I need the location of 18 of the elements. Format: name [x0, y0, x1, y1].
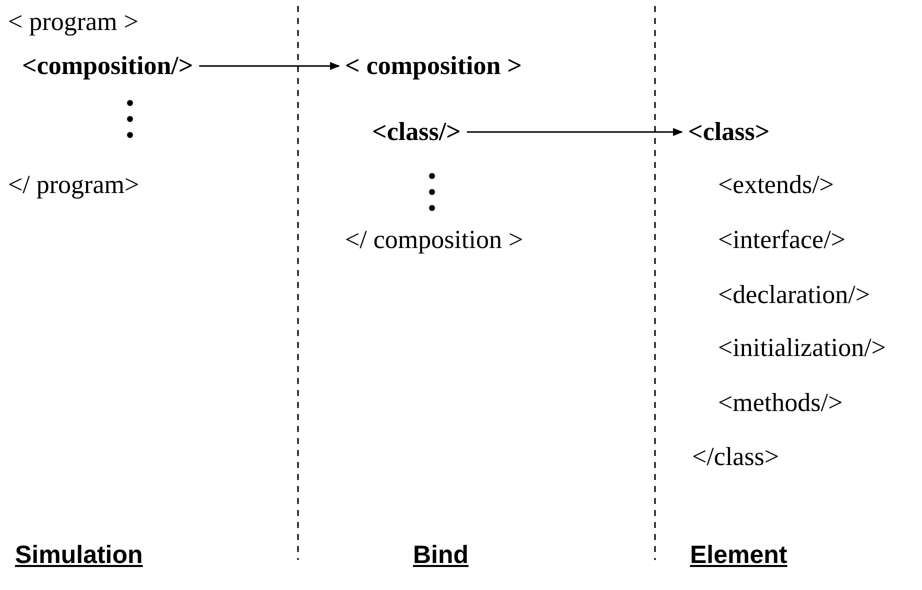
code-tag: <initialization/>	[718, 333, 886, 363]
code-tag: < composition >	[345, 51, 522, 81]
code-tag: </ composition >	[345, 225, 524, 255]
code-tag: <methods/>	[718, 388, 843, 418]
arrow	[466, 128, 683, 136]
column-heading: Simulation	[15, 540, 143, 570]
code-tag: <declaration/>	[718, 280, 870, 310]
code-tag: </class>	[692, 442, 780, 472]
code-tag: <composition/>	[22, 51, 194, 81]
code-tag: <extends/>	[718, 170, 834, 200]
column-heading: Bind	[413, 540, 469, 570]
code-tag: <interface/>	[718, 225, 846, 255]
column-heading: Element	[690, 540, 788, 570]
arrow	[199, 62, 340, 70]
code-tag: <class>	[688, 117, 770, 147]
code-tag: </ program>	[8, 170, 140, 200]
code-tag: < program >	[8, 7, 138, 37]
code-tag: <class/>	[372, 117, 461, 147]
